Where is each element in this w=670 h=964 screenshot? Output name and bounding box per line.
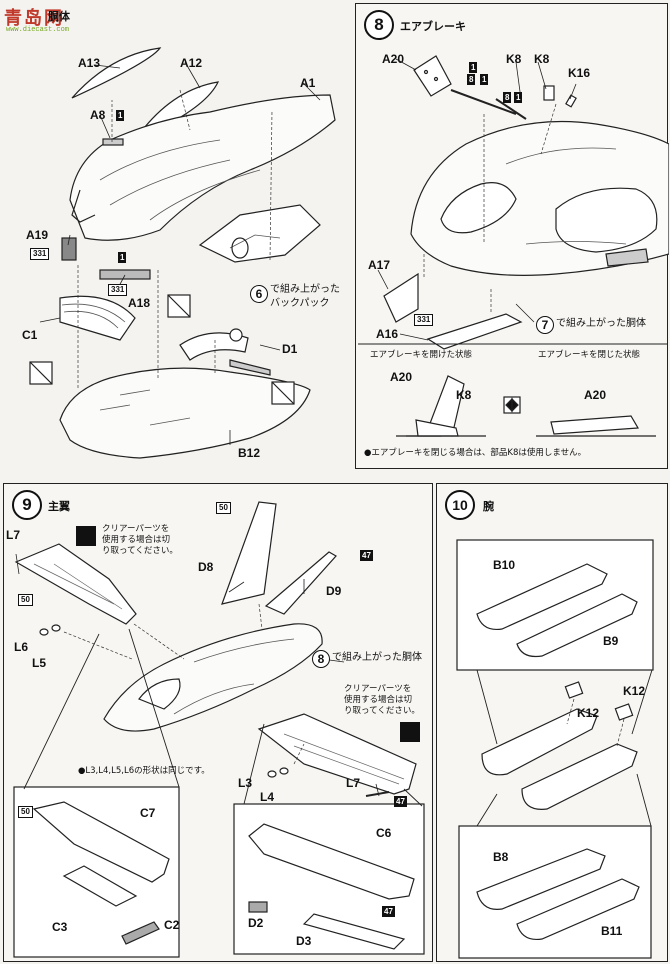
step8-note: ●エアブレーキを閉じる場合は、部品K8は使用しません。 [364, 448, 587, 458]
step9-substep-circle: 8 [312, 650, 330, 668]
step9-tag-50a: 50 [216, 502, 231, 514]
label-A16: A16 [376, 327, 399, 341]
label-C3: C3 [52, 920, 68, 934]
label-B12: B12 [238, 446, 261, 460]
label-A12: A12 [180, 56, 203, 70]
step9-drawing [13, 501, 425, 958]
step7-substep-circle: 6 [250, 285, 268, 303]
label-D1: D1 [282, 342, 298, 356]
step10-panel: 10 腕 B10 B9 K12 K12 B8 B11 [436, 483, 668, 962]
tag-331-b: 331 [108, 284, 128, 296]
label-B10: B10 [493, 558, 516, 572]
step8-tag-8b: 8 [503, 92, 512, 103]
step9-tag-50c: 50 [18, 806, 33, 818]
step8-closed-state: エアブレーキを閉じた状態 [538, 350, 641, 360]
step7-title: 胴体 [48, 10, 70, 23]
step9-title: 主翼 [48, 500, 70, 513]
step8-substep-circle: 7 [536, 316, 554, 334]
label-D8: D8 [198, 560, 214, 574]
step9-clear-note1-right: クリアーパーツを [344, 684, 412, 694]
label-C1: C1 [22, 328, 38, 342]
step9-tag-50b: 50 [18, 594, 33, 606]
step10-title: 腕 [483, 500, 494, 513]
step8-drawing [358, 55, 669, 437]
label-L7-right: L7 [346, 776, 361, 790]
step8-tag-1a: 1 [469, 62, 478, 73]
step8-number: 8 [364, 10, 394, 40]
label-A19: A19 [26, 228, 49, 242]
label-L3: L3 [238, 776, 253, 790]
label-C7: C7 [140, 806, 156, 820]
step8-tag-331: 331 [414, 314, 434, 326]
label-B11: B11 [601, 924, 623, 938]
step8-open-state: エアブレーキを開けた状態 [370, 350, 473, 360]
label-open-K8: K8 [456, 388, 472, 402]
step8-substep-text: で組み上がった胴体 [556, 318, 646, 329]
label-L4: L4 [260, 790, 275, 804]
step8-tag-8a: 8 [467, 74, 476, 85]
watermark-url: www.diecast.com [6, 26, 70, 34]
label-K8-b: K8 [534, 52, 550, 66]
label-A8: A8 [90, 108, 106, 122]
step9-tag-47a: 47 [360, 550, 373, 561]
label-D3: D3 [296, 934, 312, 948]
tag-one-b: 1 [118, 252, 127, 263]
label-open-A20: A20 [390, 370, 413, 384]
step9-tag-47b: 47 [394, 796, 407, 807]
step7-substep-text1: で組み上がった [270, 284, 340, 295]
clear-parts-icon-left [76, 526, 96, 546]
label-A18: A18 [128, 296, 151, 310]
step9-clear-note2-right: 使用する場合は切 [344, 695, 413, 705]
label-A1: A1 [300, 76, 316, 90]
label-closed-A20: A20 [584, 388, 607, 402]
label-B9: B9 [603, 634, 619, 648]
label-B8: B8 [493, 850, 509, 864]
step9-clear-note1-left: クリアーパーツを [102, 524, 170, 534]
label-D2: D2 [248, 916, 264, 930]
tag-one-a: 1 [116, 110, 125, 121]
step7-area: 胴体 [0, 0, 350, 470]
label-L5: L5 [32, 656, 47, 670]
step9-tag-47c: 47 [382, 906, 395, 917]
step10-drawing [456, 539, 654, 959]
step9-clear-note2-left: 使用する場合は切 [102, 535, 171, 545]
label-C6: C6 [376, 826, 392, 840]
label-A17: A17 [368, 258, 391, 272]
label-A13: A13 [78, 56, 101, 70]
step9-clear-note3-left: り取ってください。 [102, 546, 178, 556]
tag-331-a: 331 [30, 248, 50, 260]
step9-substep-text: で組み上がった胴体 [332, 652, 422, 663]
watermark-logo: 青岛网 www.diecast.com [4, 4, 70, 38]
step9-clear-note3-right: り取ってください。 [344, 706, 420, 716]
step8-tag-1c: 1 [514, 92, 523, 103]
label-K16: K16 [568, 66, 591, 80]
step7-drawing [29, 47, 336, 459]
label-C2: C2 [164, 918, 180, 932]
step9-shape-note: ●L3,L4,L5,L6の形状は同じです。 [78, 766, 210, 776]
label-A20-top: A20 [382, 52, 405, 66]
label-L7-left: L7 [6, 528, 21, 542]
step8-tag-1b: 1 [480, 74, 489, 85]
step7-substep-text2: バックパック [270, 298, 330, 309]
step9-number: 9 [12, 490, 42, 520]
label-K12-b: K12 [623, 684, 646, 698]
label-D9: D9 [326, 584, 342, 598]
label-K12-a: K12 [577, 706, 600, 720]
watermark-text: 青岛网 [4, 8, 64, 29]
step8-panel: 8 エアブレーキ [355, 3, 669, 469]
label-K8-a: K8 [506, 52, 522, 66]
clear-parts-icon-right [400, 722, 420, 742]
step9-panel: 9 主翼 クリアーパーツを 使用する場合は切 り取ってください。 [3, 483, 433, 962]
label-L6: L6 [14, 640, 29, 654]
step8-title: エアブレーキ [400, 20, 466, 33]
step10-number: 10 [445, 490, 475, 520]
